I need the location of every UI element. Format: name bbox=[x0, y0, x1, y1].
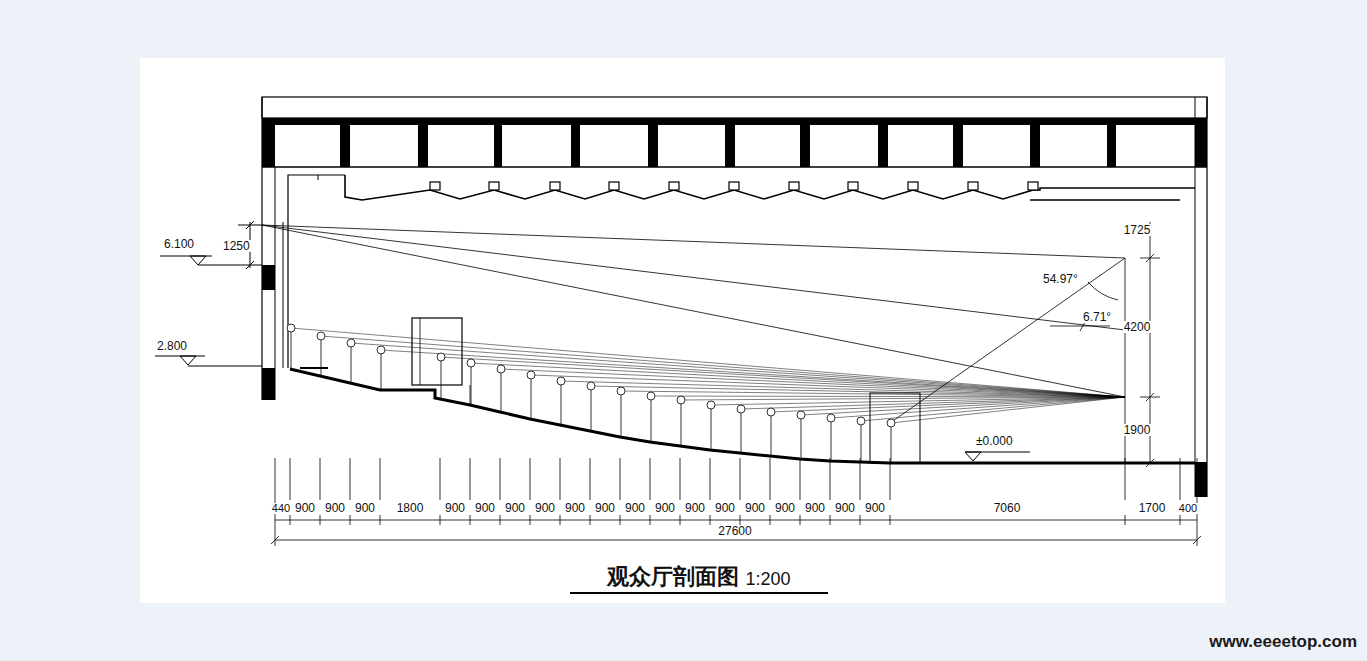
angle-label: 6.71° bbox=[1082, 311, 1112, 323]
dimension: 900 bbox=[864, 502, 886, 514]
drawing-title: 观众厅剖面图 bbox=[607, 566, 739, 588]
elevation-mark: ±0.000 bbox=[975, 435, 1014, 447]
dimension: 1900 bbox=[1123, 424, 1152, 436]
dimension: 7060 bbox=[993, 502, 1022, 514]
dimension: 900 bbox=[594, 502, 616, 514]
dimension: 900 bbox=[654, 502, 676, 514]
dimension: 900 bbox=[534, 502, 556, 514]
elevation-mark: 2.800 bbox=[156, 340, 188, 352]
dimension: 900 bbox=[294, 502, 316, 514]
dimension: 400 bbox=[1178, 503, 1198, 514]
dimension: 1800 bbox=[396, 502, 425, 514]
dimension: 900 bbox=[684, 502, 706, 514]
dimension: 900 bbox=[744, 502, 766, 514]
dimension: 4200 bbox=[1123, 321, 1152, 333]
dimension: 900 bbox=[324, 502, 346, 514]
angle-label: 54.97° bbox=[1042, 273, 1079, 285]
dimension: 900 bbox=[714, 502, 736, 514]
dimension: 900 bbox=[804, 502, 826, 514]
dimension: 900 bbox=[564, 502, 586, 514]
drawing-scale: 1:200 bbox=[745, 570, 790, 588]
dimension: 900 bbox=[774, 502, 796, 514]
sheet bbox=[140, 58, 1225, 603]
dimension: 900 bbox=[834, 502, 856, 514]
elevation-mark: 6.100 bbox=[163, 238, 195, 250]
dimension: 900 bbox=[504, 502, 526, 514]
dimension: 900 bbox=[624, 502, 646, 514]
dimension: 1700 bbox=[1138, 502, 1167, 514]
dimension: 440 bbox=[271, 503, 291, 514]
dimension: 1250 bbox=[222, 240, 251, 252]
dimension: 900 bbox=[444, 502, 466, 514]
dimension: 900 bbox=[474, 502, 496, 514]
dimension: 900 bbox=[354, 502, 376, 514]
watermark: www.eeeetop.com bbox=[1209, 633, 1357, 650]
dimension: 1725 bbox=[1123, 224, 1152, 236]
overall-dimension: 27600 bbox=[717, 525, 752, 537]
